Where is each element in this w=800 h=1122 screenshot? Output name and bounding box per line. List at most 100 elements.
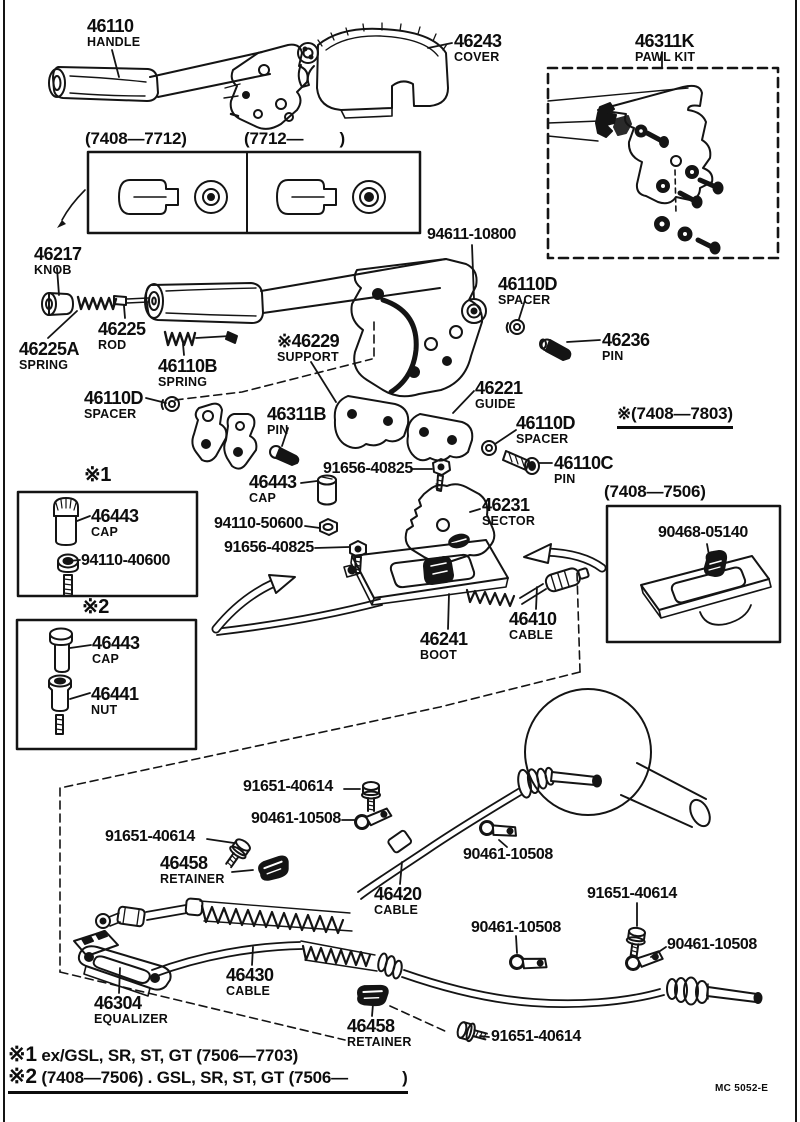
part-number: 46311K bbox=[635, 31, 695, 51]
variant-box-drawing bbox=[86, 150, 422, 235]
part-name: RETAINER bbox=[160, 872, 225, 887]
label-range-late: (7712— ) bbox=[244, 129, 345, 148]
part-number: 90461-10508 bbox=[251, 810, 341, 827]
part-name: RETAINER bbox=[347, 1035, 412, 1050]
part-number: 46110B bbox=[158, 356, 218, 376]
part-name: SPACER bbox=[84, 407, 137, 422]
label-94110-50600: 94110-50600 bbox=[214, 515, 304, 533]
part-name: CABLE bbox=[374, 903, 419, 918]
part-name: NUT bbox=[91, 703, 118, 718]
part-number: 94110-50600 bbox=[214, 515, 304, 532]
part-number: 46443 bbox=[91, 506, 139, 526]
label-91656-40825-lower: 91656-40825 bbox=[224, 539, 314, 557]
part-number: 46443 bbox=[92, 633, 140, 653]
part-name: SPACER bbox=[516, 432, 569, 447]
marker: ※2 bbox=[82, 596, 109, 618]
footnote-marker: ※2 bbox=[8, 1065, 37, 1088]
part-number: 46236 bbox=[602, 330, 650, 350]
part-name: EQUALIZER bbox=[94, 1012, 169, 1027]
part-number: 46225A bbox=[19, 339, 80, 359]
part-number: 46110D bbox=[498, 274, 558, 294]
page-edge-lines bbox=[3, 0, 797, 1122]
part-name: COVER bbox=[454, 50, 500, 65]
part-number: 46420 bbox=[374, 884, 422, 904]
marker: ※1 bbox=[84, 464, 111, 486]
part-number: 46410 bbox=[509, 609, 557, 629]
part-number: 94110-40600 bbox=[81, 552, 171, 569]
sector-assembly-drawing bbox=[211, 483, 607, 636]
part-name: CABLE bbox=[509, 628, 554, 643]
date-range: (7408—7712) bbox=[85, 129, 187, 148]
part-number: 46231 bbox=[482, 495, 530, 515]
kit1-box-drawing bbox=[16, 490, 199, 598]
part-name: SPACER bbox=[498, 293, 551, 308]
part-name: SUPPORT bbox=[277, 350, 339, 365]
part-name: CABLE bbox=[226, 984, 271, 999]
leader-lines bbox=[47, 42, 710, 1038]
label-91651-40614-right: 91651-40614 bbox=[587, 885, 677, 903]
label-90461-10508-midright: 90461-10508 bbox=[463, 846, 553, 864]
label-range-7506: (7408—7506) bbox=[604, 482, 706, 501]
footnote-1: ※1 ex/GSL, SR, ST, GT (7506—7703) bbox=[8, 1042, 298, 1067]
label-range-early: (7408—7712) bbox=[85, 129, 187, 148]
label-94110-40600: 94110-40600 bbox=[81, 552, 171, 570]
part-name: PIN bbox=[267, 423, 289, 438]
part-number: 46304 bbox=[94, 993, 142, 1013]
label-91651-40614-bottom: 91651-40614 bbox=[491, 1028, 581, 1046]
main-lever-drawing bbox=[41, 258, 572, 475]
plate-box-drawing bbox=[605, 504, 782, 644]
part-number: 46311B bbox=[267, 404, 327, 424]
part-name: PAWL KIT bbox=[635, 50, 696, 65]
part-name: CAP bbox=[91, 525, 118, 540]
part-name: PIN bbox=[554, 472, 576, 487]
part-name: HANDLE bbox=[87, 35, 141, 50]
pawl-kit-drawing bbox=[546, 66, 780, 260]
part-number: 91651-40614 bbox=[105, 828, 195, 845]
part-number: 91656-40825 bbox=[323, 460, 413, 477]
label-marker-1: ※1 bbox=[84, 464, 111, 486]
part-number: 46443 bbox=[249, 472, 297, 492]
lower-cable-drawing bbox=[73, 688, 763, 1043]
footnote-2: ※2 (7408—7506) . GSL, SR, ST, GT (7506— … bbox=[8, 1064, 408, 1094]
part-number: 46243 bbox=[454, 31, 502, 51]
kit2-box-drawing bbox=[15, 618, 198, 751]
part-number: 90461-10508 bbox=[463, 846, 553, 863]
label-94611-10800: 94611-10800 bbox=[427, 226, 516, 244]
part-name: CAP bbox=[249, 491, 276, 506]
label-90461-10508-mid: 90461-10508 bbox=[251, 810, 341, 828]
footnote-marker: ※1 bbox=[8, 1043, 37, 1066]
label-91651-40614-mid: 91651-40614 bbox=[243, 778, 333, 796]
part-number: 46225 bbox=[98, 319, 146, 339]
part-number: 90468-05140 bbox=[658, 524, 748, 541]
part-number: 91651-40614 bbox=[491, 1028, 581, 1045]
label-90461-10508-right: 90461-10508 bbox=[667, 936, 757, 954]
handle-assembly-drawing bbox=[48, 22, 449, 130]
part-number: 46441 bbox=[91, 684, 139, 704]
part-number: 46110C bbox=[554, 453, 614, 473]
pointer-arrow bbox=[57, 112, 240, 228]
part-number: 46458 bbox=[160, 853, 208, 873]
dashed-lines bbox=[59, 321, 581, 1041]
part-number: 46110D bbox=[84, 388, 144, 408]
part-name: GUIDE bbox=[475, 397, 516, 412]
part-number: 91656-40825 bbox=[224, 539, 314, 556]
